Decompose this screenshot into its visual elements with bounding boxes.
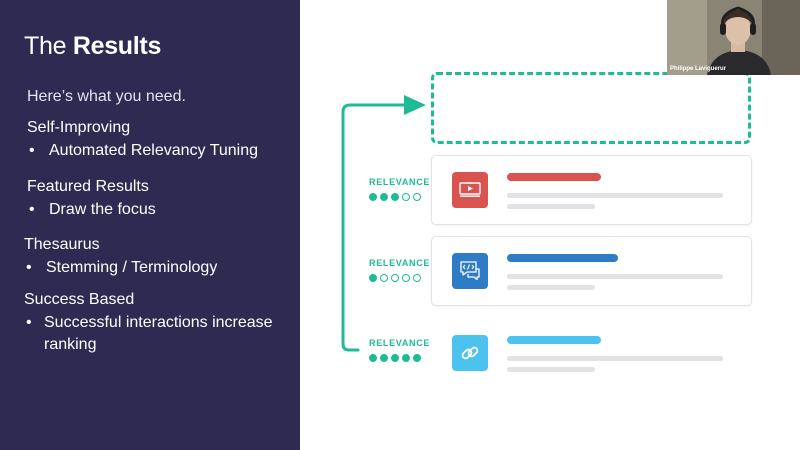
- filled-dot-icon: [413, 354, 421, 362]
- filled-dot-icon: [391, 193, 399, 201]
- empty-dot-icon: [413, 274, 421, 282]
- relevance-label: RELEVANCE: [369, 338, 431, 348]
- code-chat-icon: [452, 253, 488, 289]
- title-prefix: The: [24, 32, 67, 60]
- link-icon: [452, 335, 488, 371]
- relevance-label: RELEVANCE: [369, 177, 431, 187]
- participant-name: Philippe Laviguerur: [670, 66, 727, 72]
- section-heading: Featured Results: [27, 178, 149, 195]
- result-text-line: [507, 356, 723, 361]
- arrow-head-icon: [404, 95, 426, 115]
- result-card-video: [431, 155, 752, 225]
- section-heading: Thesaurus: [24, 236, 100, 253]
- filled-dot-icon: [369, 193, 377, 201]
- title-bold: Results: [72, 32, 162, 60]
- filled-dot-icon: [391, 354, 399, 362]
- filled-dot-icon: [402, 354, 410, 362]
- section-heading: Success Based: [24, 291, 135, 308]
- relevance-rating: [369, 274, 421, 282]
- video-player-icon: [452, 172, 488, 208]
- empty-dot-icon: [402, 274, 410, 282]
- filled-dot-icon: [380, 193, 388, 201]
- webcam-video-feed: Philippe Laviguerur: [667, 0, 800, 75]
- filled-dot-icon: [369, 354, 377, 362]
- relevance-rating: [369, 193, 421, 201]
- bullet-icon: •: [26, 314, 32, 331]
- slide-title: The Results: [24, 32, 161, 61]
- empty-dot-icon: [413, 193, 421, 201]
- filled-dot-icon: [380, 354, 388, 362]
- result-card-link: [431, 316, 752, 386]
- bullet-text: Draw the focus: [49, 201, 156, 218]
- slide-intro: Here’s what you need.: [27, 88, 186, 105]
- result-text-line: [507, 274, 723, 279]
- relevance-label: RELEVANCE: [369, 258, 431, 268]
- result-title-bar: [507, 336, 601, 344]
- empty-dot-icon: [402, 193, 410, 201]
- empty-dot-icon: [380, 274, 388, 282]
- bullet-icon: •: [29, 201, 35, 218]
- bullet-icon: •: [26, 259, 32, 276]
- result-text-line: [507, 204, 595, 209]
- webcam-participant-image: [667, 0, 800, 75]
- result-text-line: [507, 193, 723, 198]
- result-title-bar: [507, 254, 618, 262]
- result-title-bar: [507, 173, 601, 181]
- empty-dot-icon: [391, 274, 399, 282]
- result-card-code: [431, 236, 752, 306]
- bullet-text: Stemming / Terminology: [46, 259, 218, 276]
- result-text-line: [507, 367, 595, 372]
- bullet-icon: •: [29, 142, 35, 159]
- featured-result-slot: [431, 72, 751, 144]
- filled-dot-icon: [369, 274, 377, 282]
- slide-left-panel: The Results Here’s what you need. Self-I…: [0, 0, 300, 450]
- result-text-line: [507, 285, 595, 290]
- relevance-rating: [369, 354, 421, 362]
- bullet-text: Successful interactions increase ranking: [44, 314, 273, 353]
- bullet-text: Automated Relevancy Tuning: [49, 142, 259, 159]
- section-heading: Self-Improving: [27, 119, 131, 136]
